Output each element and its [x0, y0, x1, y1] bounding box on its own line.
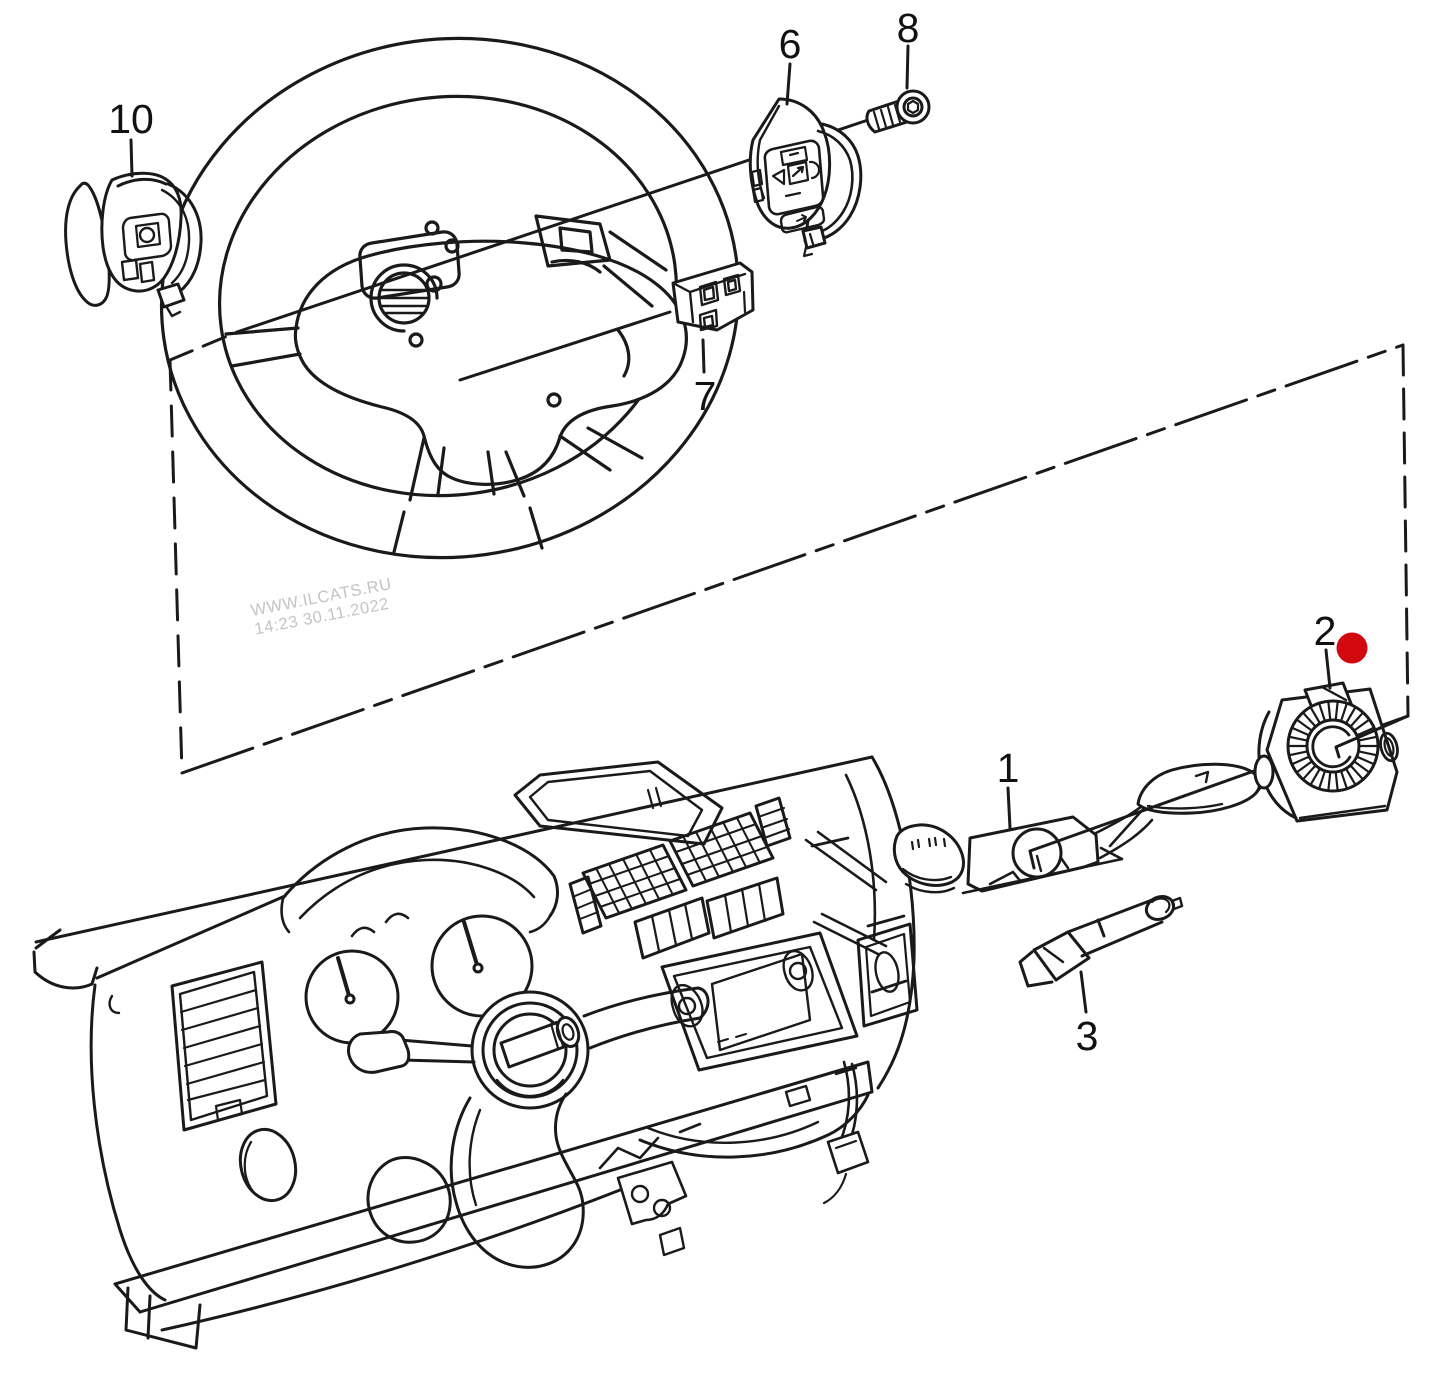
- dashboard: [32, 755, 919, 1350]
- part-2-oring: [1379, 731, 1399, 763]
- part-7-connector: [671, 261, 755, 332]
- part-label-1: 1: [997, 745, 1020, 791]
- assembly-dashed-region: [168, 343, 1410, 775]
- part-label-6: 6: [779, 21, 802, 67]
- part-6-multifunction-switch: [748, 97, 863, 258]
- part-label-7: 7: [694, 373, 717, 419]
- part-label-3: 3: [1076, 1013, 1099, 1059]
- selected-part-marker: [1336, 632, 1368, 664]
- label-leader-lines: [129, 44, 1332, 1014]
- part-label-10: 10: [108, 96, 154, 142]
- part-3-lever: [1018, 895, 1184, 988]
- assembly-axis-into-part2: [1334, 714, 1410, 759]
- part-8-screw: [865, 89, 931, 134]
- part-label-2: 2: [1314, 608, 1337, 654]
- part-10-switch: [64, 171, 203, 318]
- part-1-column-switch: [892, 762, 1266, 895]
- steering-wheel: [159, 36, 741, 560]
- leader-dashes-right: [810, 836, 908, 994]
- part-2-radial-ticks: [1287, 701, 1379, 791]
- part-label-8: 8: [897, 5, 920, 51]
- part-2-ring-sensor: [1253, 681, 1399, 823]
- watermark: WWW.ILCATS.RU 14:23 30.11.2022: [249, 575, 393, 639]
